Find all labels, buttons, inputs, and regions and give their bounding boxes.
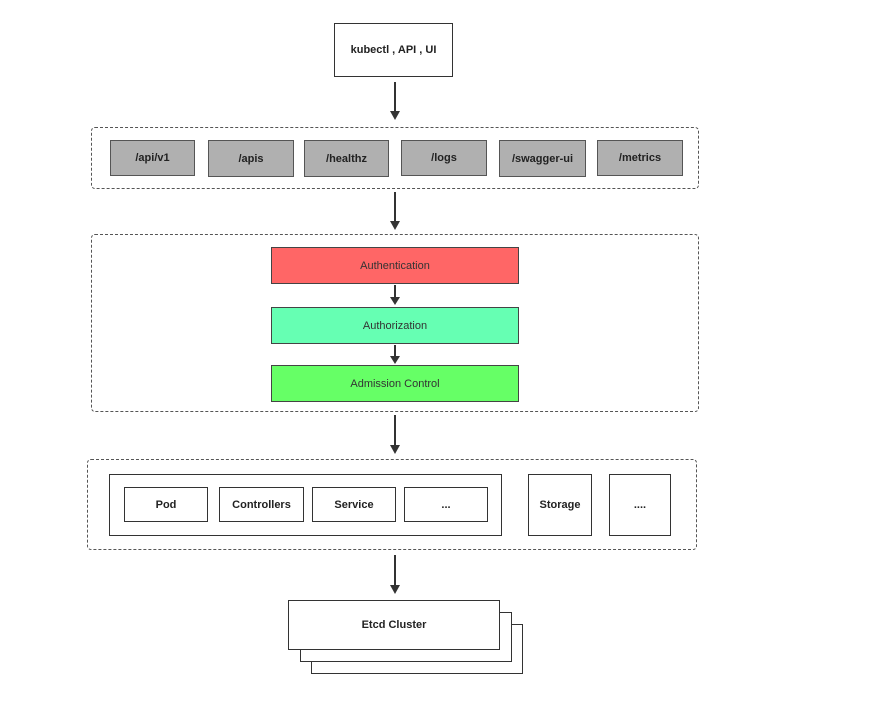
resources-group (87, 459, 697, 550)
resource-controllers-label: Controllers (232, 498, 291, 511)
client-label: kubectl , API , UI (350, 44, 437, 56)
endpoint-logs-label: /logs (431, 152, 457, 164)
endpoint-apis: /apis (208, 140, 294, 177)
authentication-label: Authentication (360, 259, 430, 272)
endpoints-group (91, 127, 699, 189)
resource-controllers: Controllers (219, 487, 304, 522)
resource-more-label: ... (441, 498, 451, 511)
admission-control-label: Admission Control (350, 377, 440, 390)
endpoint-healthz: /healthz (304, 140, 389, 177)
storage-box: Storage (528, 474, 592, 536)
more-label: .... (633, 499, 647, 511)
endpoint-healthz-label: /healthz (326, 152, 367, 165)
authentication-layer: Authentication (271, 247, 519, 284)
resource-more: ... (404, 487, 488, 522)
client-box: kubectl , API , UI (334, 23, 453, 77)
endpoint-swagger-ui: /swagger-ui (499, 140, 586, 177)
resource-pod-label: Pod (155, 498, 177, 511)
endpoint-logs: /logs (401, 140, 487, 176)
admission-control-layer: Admission Control (271, 365, 519, 402)
endpoint-api-v1: /api/v1 (110, 140, 195, 176)
endpoint-swagger-ui-label: /swagger-ui (511, 152, 574, 165)
storage-label: Storage (539, 499, 581, 511)
authorization-label: Authorization (362, 319, 428, 332)
resource-service: Service (312, 487, 396, 522)
authorization-layer: Authorization (271, 307, 519, 344)
etcd-cluster-label: Etcd Cluster (361, 619, 427, 631)
etcd-cluster-box: Etcd Cluster (288, 600, 500, 650)
endpoint-metrics-label: /metrics (618, 152, 662, 164)
more-box: .... (609, 474, 671, 536)
resource-service-label: Service (334, 498, 374, 511)
endpoint-api-v1-label: /api/v1 (135, 152, 170, 164)
endpoint-metrics: /metrics (597, 140, 683, 176)
pipeline-group (91, 234, 699, 412)
resource-pod: Pod (124, 487, 208, 522)
endpoint-apis-label: /apis (238, 152, 264, 165)
